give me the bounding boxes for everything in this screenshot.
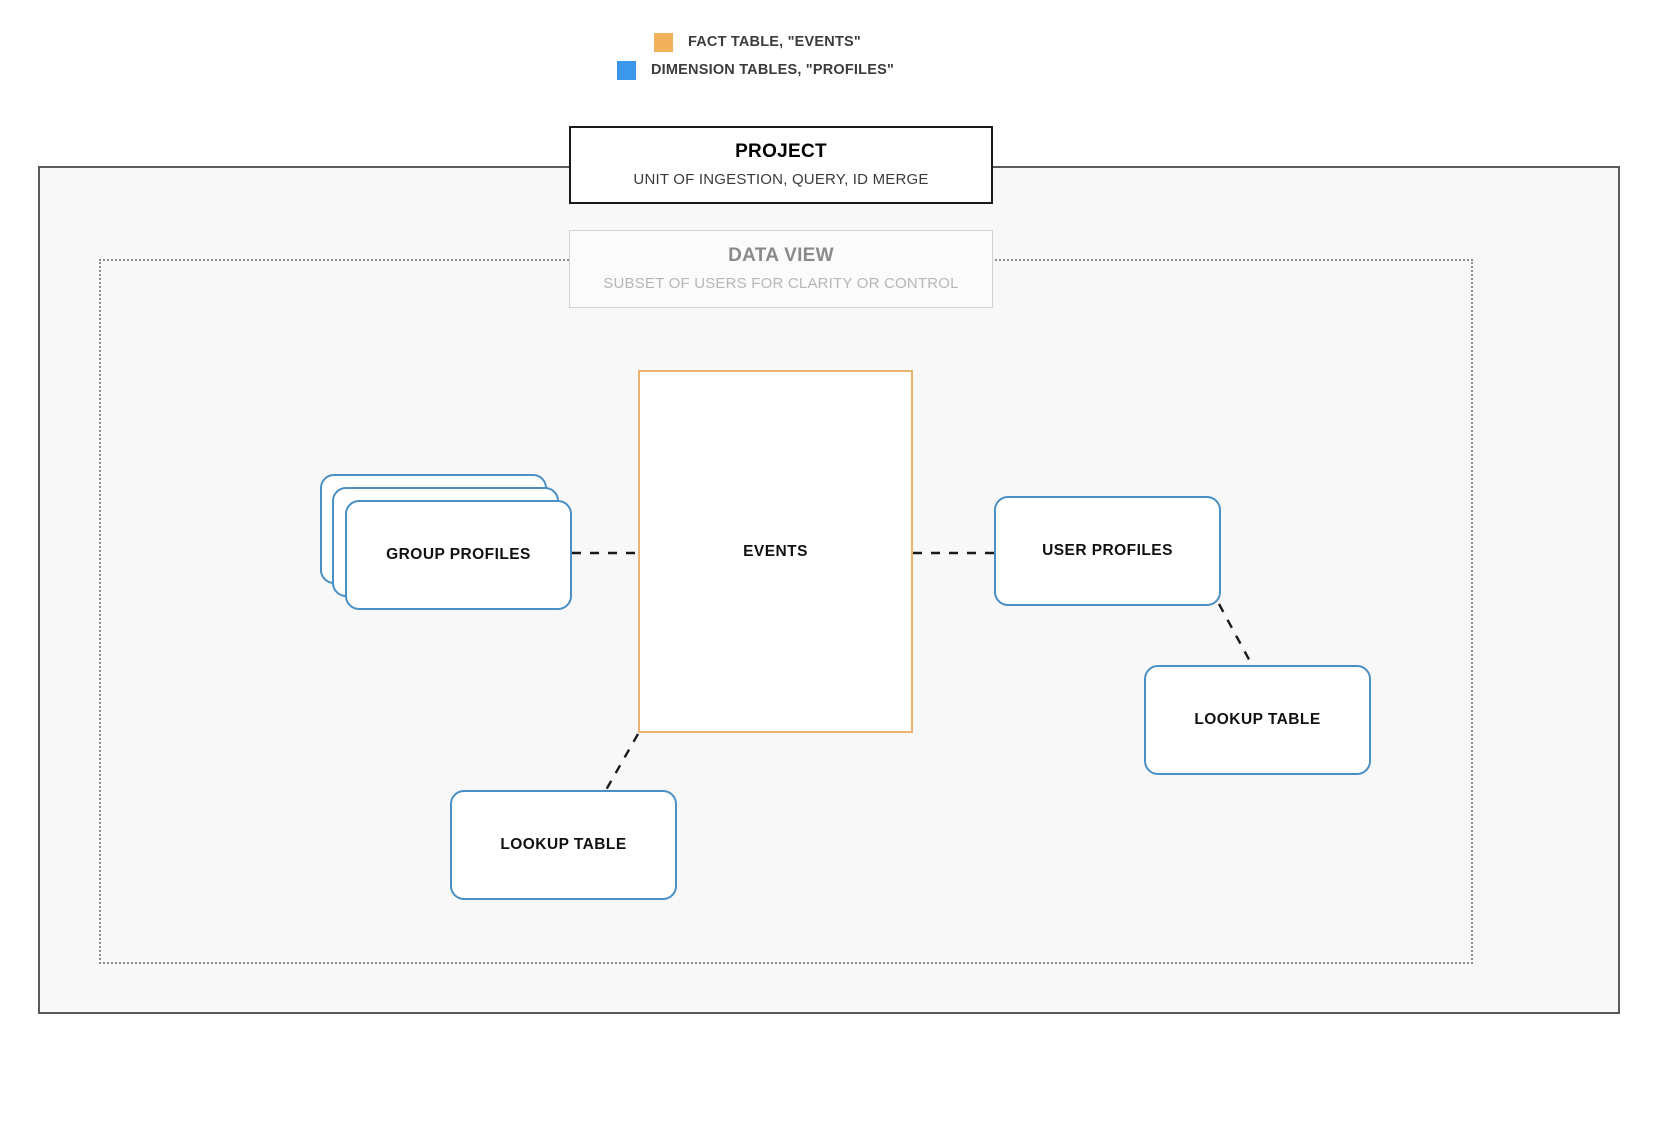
entity-user-profiles[interactable]: USER PROFILES <box>994 496 1221 606</box>
data-view-subtitle: SUBSET OF USERS FOR CLARITY OR CONTROL <box>603 274 959 292</box>
entity-lookup-table-right-label: LOOKUP TABLE <box>1194 711 1321 728</box>
entity-group-profiles-label: GROUP PROFILES <box>386 546 531 563</box>
legend-item-dimension-tables: DIMENSION TABLES, "PROFILES" <box>0 56 1664 84</box>
orange-square-swatch <box>654 32 673 52</box>
data-view-title: DATA VIEW <box>728 245 834 267</box>
entity-lookup-table-left[interactable]: LOOKUP TABLE <box>450 790 677 900</box>
legend-item-fact-table: FACT TABLE, "EVENTS" <box>0 28 1664 56</box>
entity-events[interactable]: EVENTS <box>638 370 913 733</box>
entity-events-label: EVENTS <box>743 542 808 560</box>
project-title: PROJECT <box>735 141 827 163</box>
project-callout: PROJECT UNIT OF INGESTION, QUERY, ID MER… <box>569 126 993 204</box>
project-subtitle: UNIT OF INGESTION, QUERY, ID MERGE <box>633 170 929 188</box>
group-profiles-card-front[interactable]: GROUP PROFILES <box>345 500 572 610</box>
entity-user-profiles-label: USER PROFILES <box>1042 542 1173 559</box>
entity-lookup-table-left-label: LOOKUP TABLE <box>500 836 627 853</box>
legend: FACT TABLE, "EVENTS" DIMENSION TABLES, "… <box>0 28 1664 84</box>
legend-label-fact-table: FACT TABLE, "EVENTS" <box>688 34 861 50</box>
blue-square-swatch <box>617 60 636 80</box>
entity-lookup-table-right[interactable]: LOOKUP TABLE <box>1144 665 1371 775</box>
entity-group-profiles[interactable]: GROUP PROFILES <box>320 474 572 610</box>
legend-label-dimension-tables: DIMENSION TABLES, "PROFILES" <box>651 62 895 78</box>
data-view-callout: DATA VIEW SUBSET OF USERS FOR CLARITY OR… <box>569 230 993 308</box>
